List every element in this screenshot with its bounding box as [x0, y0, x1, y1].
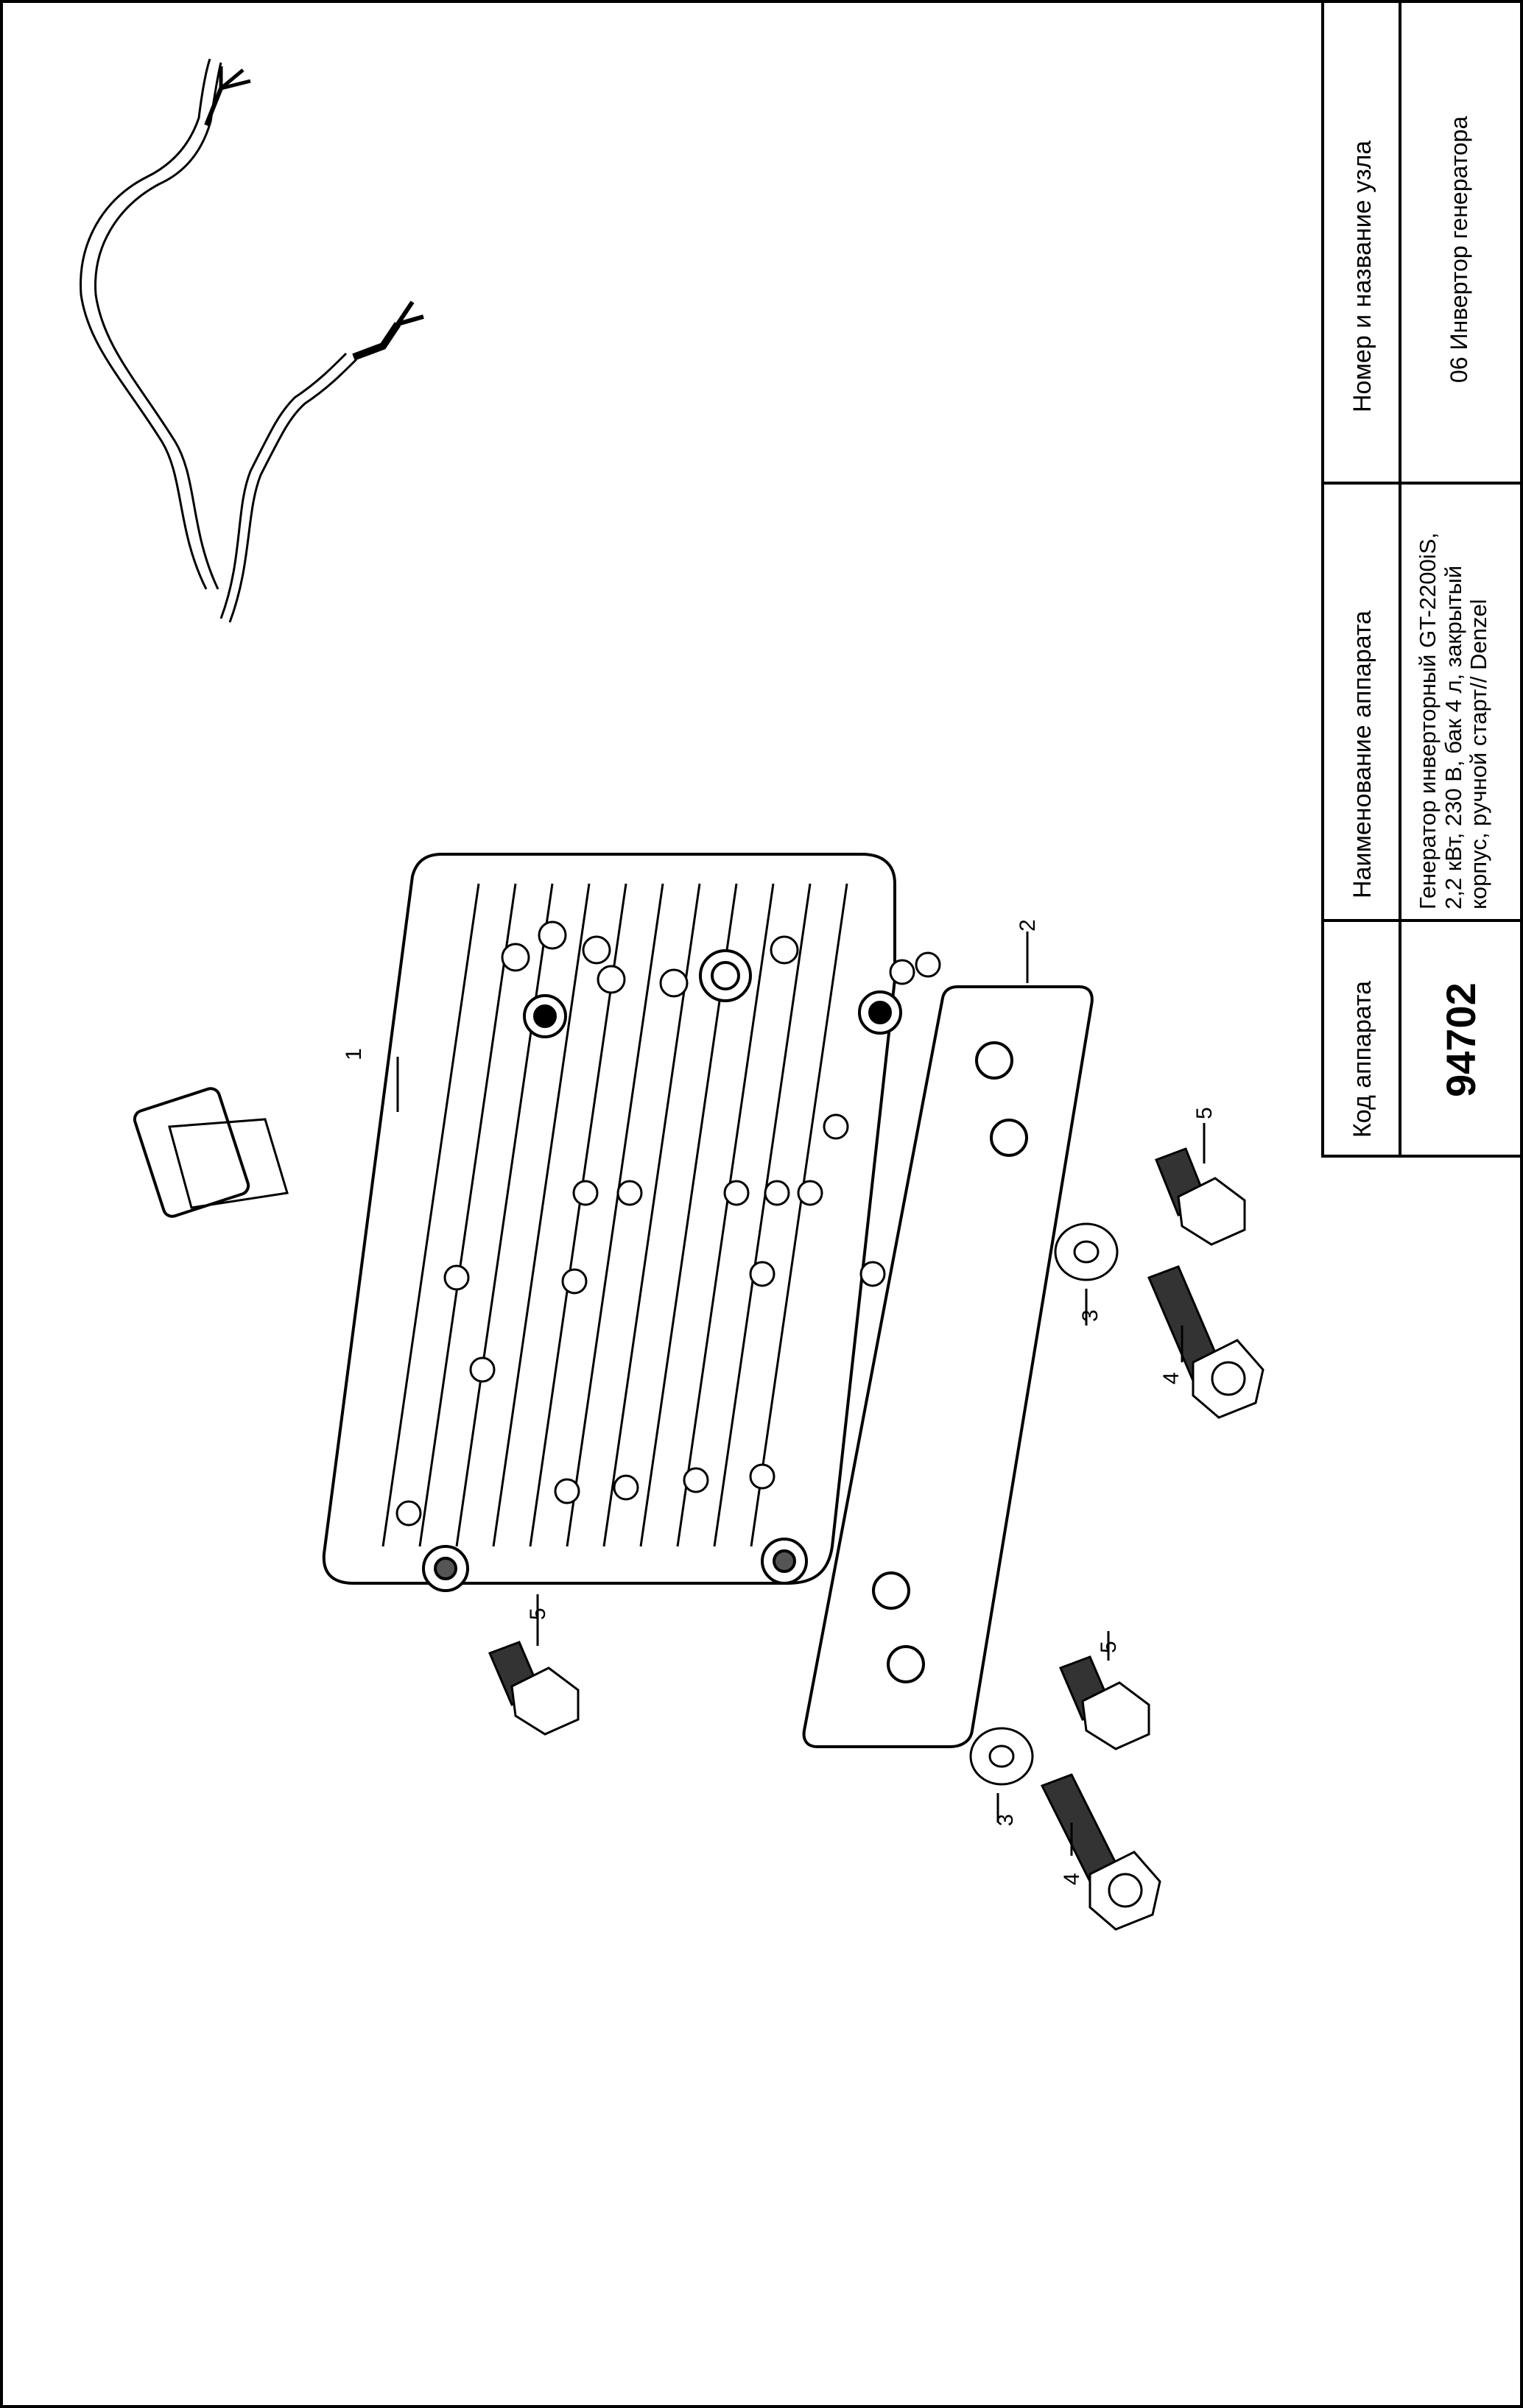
device-name-line-2: 2,2 кВт, 230 В, бак 4 л, закрытый	[1440, 565, 1466, 909]
header-code: Код аппарата	[1348, 980, 1376, 1138]
heatsink-fins	[381, 883, 848, 1547]
leader-lines	[396, 932, 1206, 1856]
hex-bolt	[488, 1147, 1246, 1750]
device-name: Генератор инверторный GT-2200iS, 2,2 кВт…	[1415, 532, 1492, 909]
callout-3-upper: 3	[1078, 1309, 1102, 1322]
title-block	[1321, 0, 1523, 1158]
ferrite-core	[133, 1087, 250, 1218]
flange-bolt	[1040, 1265, 1265, 1931]
device-name-line-3: корпус, ручной старт// Denzel	[1466, 599, 1492, 909]
callout-labels: 1 2 3 4 5 3 4 5 5	[342, 919, 1217, 1885]
callout-4-lower: 4	[1060, 1873, 1084, 1885]
node-name: 06 Инвертор генератора	[1446, 116, 1472, 383]
callout-5-upper: 5	[1192, 1107, 1217, 1119]
callout-5-left: 5	[526, 1608, 550, 1620]
device-name-line-1: Генератор инверторный GT-2200iS,	[1415, 532, 1441, 909]
callout-5-right: 5	[1097, 1641, 1121, 1653]
callout-3-lower: 3	[993, 1814, 1018, 1826]
heatsink-bosses	[395, 920, 941, 1527]
device-code: 94702	[1438, 982, 1484, 1097]
header-node: Номер и название узла	[1348, 140, 1376, 412]
inverter-heatsink	[322, 853, 941, 1592]
mounting-bracket	[802, 985, 1094, 1748]
mounting-holes	[422, 949, 902, 1592]
callout-4-upper: 4	[1159, 1372, 1183, 1384]
callout-1: 1	[342, 1048, 366, 1060]
header-device-name: Наименование аппарата	[1348, 610, 1376, 898]
wire-harness	[80, 58, 424, 1218]
washer	[969, 1222, 1119, 1786]
callout-2: 2	[1016, 919, 1040, 932]
